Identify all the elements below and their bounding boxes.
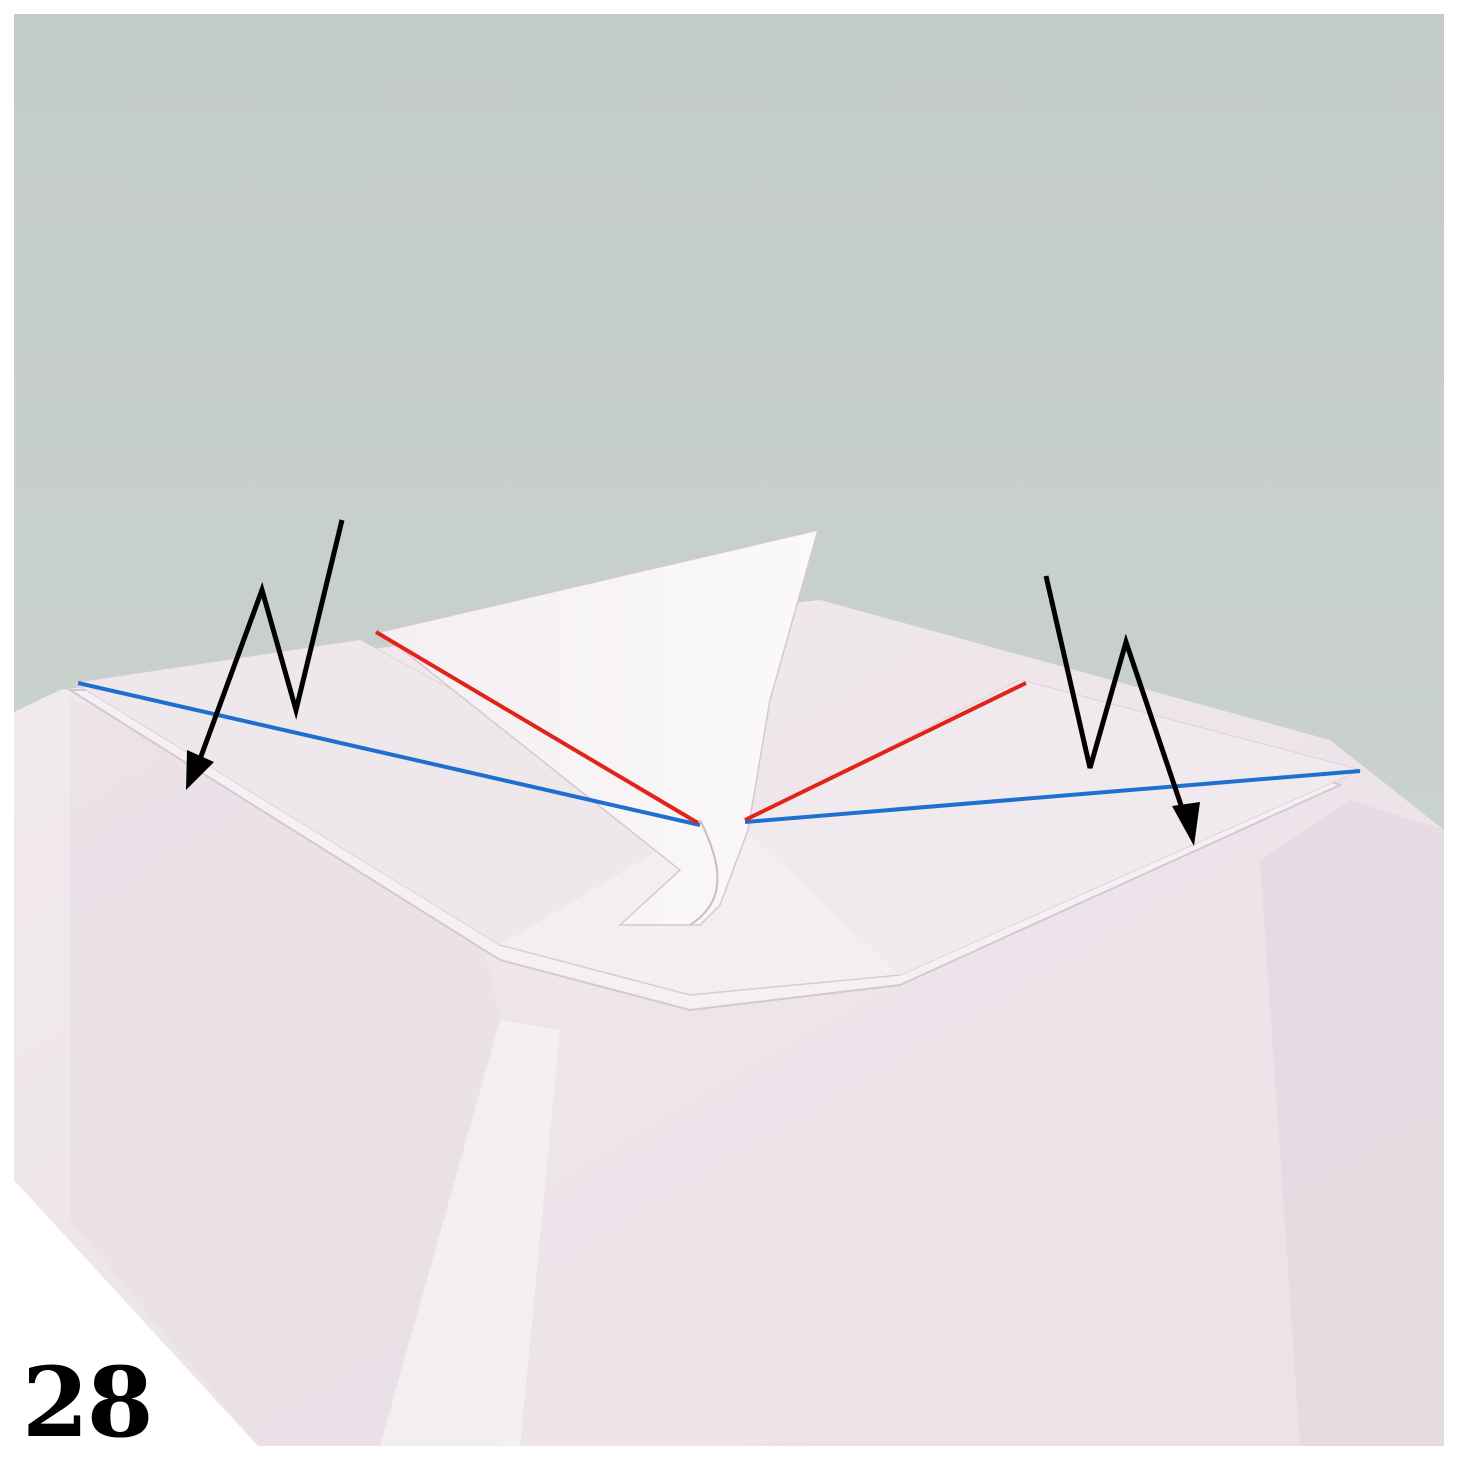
step-number: 28 — [22, 1355, 152, 1451]
